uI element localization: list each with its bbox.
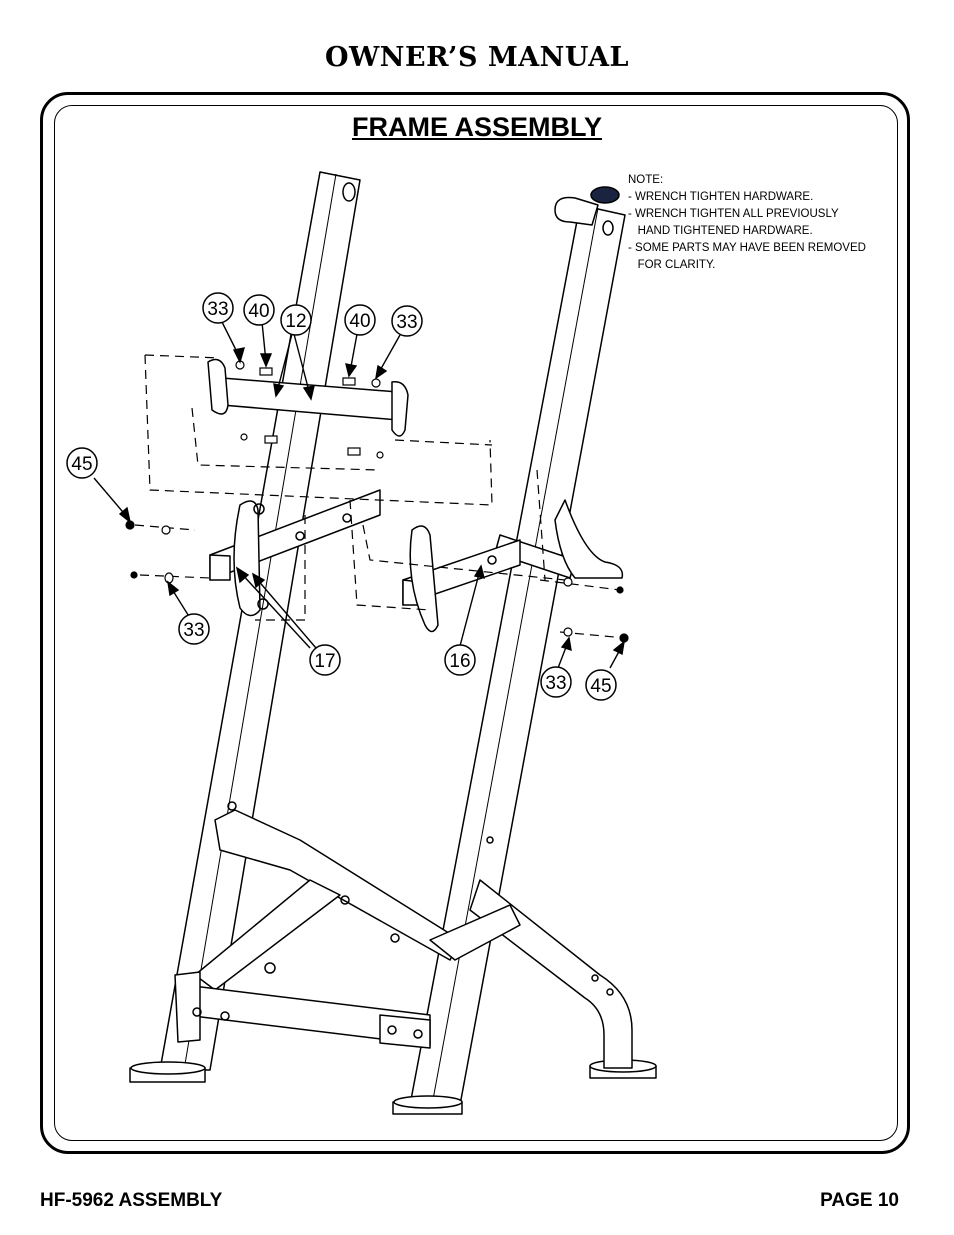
svg-text:40: 40 (248, 301, 269, 322)
callout-40: 40 (344, 304, 376, 336)
right-crossbar-part-16 (402, 525, 521, 633)
svg-text:33: 33 (207, 299, 228, 320)
upper-crossbar-part-12 (207, 358, 409, 437)
footer-page-number: PAGE 10 (820, 1190, 899, 1211)
svg-text:33: 33 (396, 312, 417, 333)
callout-45: 45 (585, 669, 617, 701)
callouts: 33 40 12 40 33 45 33 17 16 33 45 (66, 292, 617, 701)
note-item: - WRENCH TIGHTEN HARDWARE. (628, 191, 814, 203)
callout-16: 16 (444, 644, 476, 676)
svg-text:12: 12 (285, 311, 306, 332)
right-upright (409, 186, 626, 1106)
svg-text:33: 33 (545, 673, 566, 694)
inner-frame-border (54, 105, 898, 1141)
callout-33: 33 (202, 292, 234, 324)
note-heading: NOTE: (628, 174, 664, 186)
svg-text:40: 40 (349, 311, 370, 332)
svg-text:16: 16 (449, 651, 470, 672)
alignment-dashed-lines (134, 354, 626, 639)
callout-33: 33 (540, 666, 572, 698)
callout-33: 33 (178, 613, 210, 645)
bottom-crossbar (174, 801, 614, 1049)
note-item: FOR CLARITY. (628, 259, 716, 271)
note-item: - WRENCH TIGHTEN ALL PREVIOUSLY (628, 208, 839, 220)
svg-text:45: 45 (71, 454, 92, 475)
note-item: HAND TIGHTENED HARDWARE. (628, 225, 813, 237)
svg-text:17: 17 (314, 651, 335, 672)
left-foot (129, 1061, 206, 1083)
callout-12: 12 (280, 304, 312, 336)
note-item: - SOME PARTS MAY HAVE BEEN REMOVED (628, 242, 866, 254)
callout-40: 40 (243, 294, 275, 326)
callout-33: 33 (391, 305, 423, 337)
rear-leg (469, 879, 633, 1069)
svg-text:45: 45 (590, 676, 611, 697)
footer-model: HF-5962 ASSEMBLY (40, 1190, 223, 1211)
leader-arrows (93, 321, 625, 669)
svg-text:33: 33 (183, 620, 204, 641)
manual-title: OWNER’S MANUAL (324, 42, 630, 73)
section-title: FRAME ASSEMBLY (351, 112, 603, 142)
outer-frame-border (40, 92, 910, 1154)
callout-45: 45 (66, 447, 98, 479)
right-front-foot (392, 1095, 463, 1115)
assembly-note: NOTE: - WRENCH TIGHTEN HARDWARE. - WRENC… (628, 172, 866, 274)
callout-17: 17 (309, 644, 341, 676)
